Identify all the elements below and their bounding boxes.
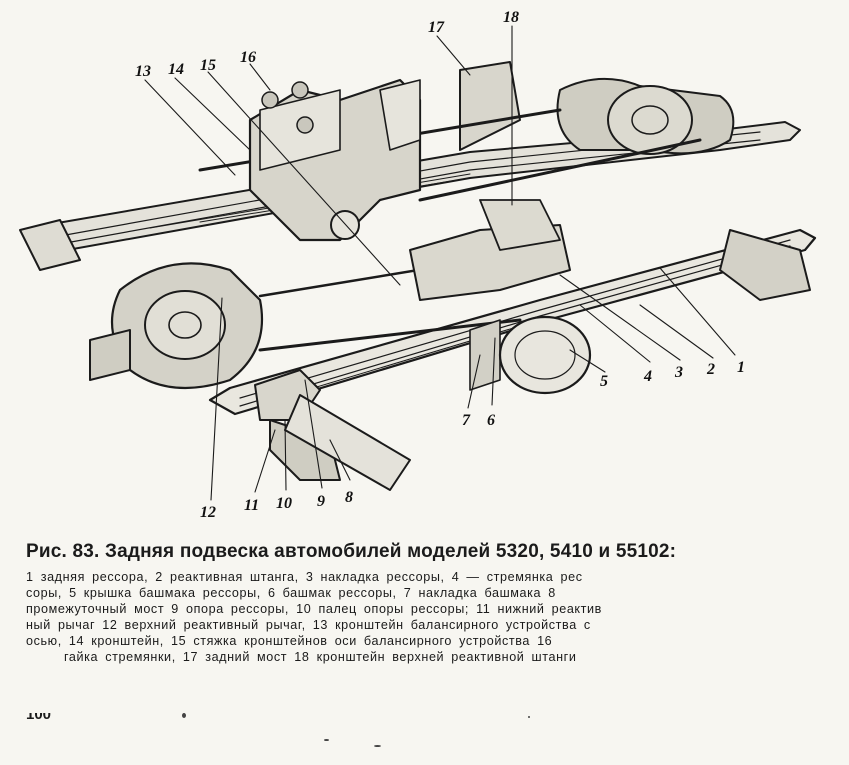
print-speck bbox=[182, 713, 186, 718]
legend-line-2: соры, 5 крышка башмака рессоры, 6 башмак… bbox=[26, 586, 556, 600]
callout-3: 3 bbox=[674, 364, 683, 381]
print-speck bbox=[528, 716, 530, 718]
figure-caption: Рис. 83. Задняя подвеска автомобилей мод… bbox=[26, 541, 826, 665]
callout-6: 6 bbox=[487, 412, 495, 429]
spring-shoe-assembly bbox=[409, 199, 592, 395]
balancer-bracket bbox=[248, 78, 422, 242]
callout-17: 17 bbox=[428, 19, 445, 36]
legend-line-5: осью, 14 кронштейн, 15 стяжка кронштейно… bbox=[26, 634, 553, 648]
callout-15: 15 bbox=[200, 57, 216, 74]
callout-13: 13 bbox=[135, 63, 151, 80]
legend-line-3: промежуточный мост 9 опора рессоры, 10 п… bbox=[26, 602, 602, 616]
callout-2: 2 bbox=[706, 361, 715, 378]
callout-1: 1 bbox=[737, 359, 745, 376]
callout-11: 11 bbox=[244, 497, 259, 514]
page-number: 100 bbox=[26, 706, 52, 723]
legend-line-6: гайка стремянки, 17 задний мост 18 кронш… bbox=[64, 650, 577, 664]
callout-14: 14 bbox=[168, 61, 184, 78]
callout-18: 18 bbox=[503, 9, 519, 26]
leader-lines bbox=[144, 25, 736, 501]
rear-suspension-illustration: 1 2 3 4 5 6 7 8 9 10 11 12 13 14 15 16 1… bbox=[19, 9, 817, 521]
legend-line-1: 1 задняя рессора, 2 реактивная штанга, 3… bbox=[26, 570, 583, 584]
callout-12: 12 bbox=[200, 504, 216, 521]
callout-7: 7 bbox=[462, 412, 471, 429]
print-speck bbox=[324, 739, 329, 741]
callout-5: 5 bbox=[600, 373, 608, 390]
spring-support bbox=[19, 219, 811, 491]
callout-16: 16 bbox=[240, 49, 256, 66]
callout-4: 4 bbox=[643, 368, 652, 385]
caption-title: Рис. 83. Задняя подвеска автомобилей мод… bbox=[26, 541, 677, 562]
callout-9: 9 bbox=[317, 493, 325, 510]
callout-8: 8 bbox=[345, 489, 353, 506]
legend-line-4: ный рычаг 12 верхний реактивный рычаг, 1… bbox=[26, 618, 591, 632]
print-speck bbox=[374, 745, 381, 747]
callout-10: 10 bbox=[276, 495, 292, 512]
